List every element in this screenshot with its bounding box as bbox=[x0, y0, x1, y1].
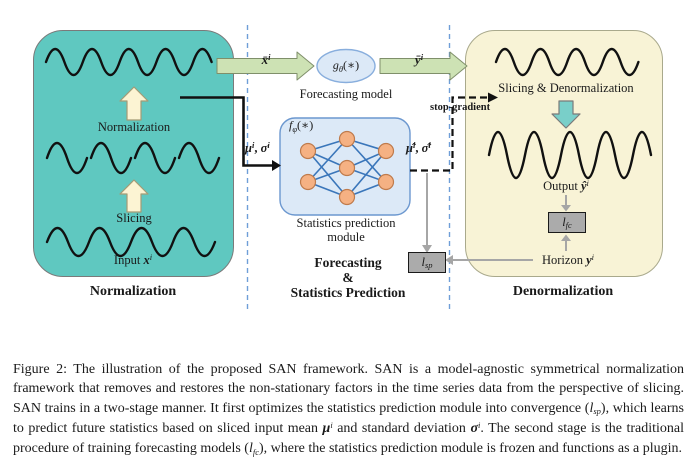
nn-node bbox=[299, 142, 317, 160]
horizon-to-lsp-arrowhead bbox=[445, 255, 453, 265]
forecasting-model-fn-label: gθ(∗) bbox=[332, 58, 360, 74]
sp-module-fn-label: fφ(∗) bbox=[289, 118, 314, 134]
normalization-panel-title: Normalization bbox=[89, 284, 177, 299]
horizon-series-label: Horizon yi bbox=[541, 252, 595, 267]
forecasting-model-ellipse bbox=[316, 48, 376, 84]
xbar-label: x̄i bbox=[261, 52, 271, 67]
horizon-to-lfc-arrowhead bbox=[561, 234, 571, 241]
denormalization-panel-title: Denormalization bbox=[512, 284, 614, 299]
slicing-arrow-label: Slicing bbox=[116, 211, 152, 225]
nn-nodes bbox=[299, 130, 395, 206]
sliced-series-wave bbox=[45, 141, 221, 175]
mu-sigma-connector bbox=[180, 96, 272, 167]
normalization-up-arrow bbox=[119, 86, 149, 121]
diagram-graphics bbox=[44, 25, 653, 312]
normalization-arrow-label: Normalization bbox=[97, 120, 171, 134]
stop-gradient-label: stop-gradient bbox=[430, 102, 491, 113]
output-to-lfc-arrowhead bbox=[561, 205, 571, 212]
nn-node bbox=[299, 173, 317, 191]
denormalization-down-arrow bbox=[551, 100, 581, 129]
normalized-series-wave bbox=[44, 47, 213, 77]
lsp-subscript: sp bbox=[424, 260, 433, 270]
ybar-label: ȳi bbox=[414, 52, 424, 67]
nn-node bbox=[377, 142, 395, 160]
ybar-flow-arrow bbox=[379, 51, 468, 81]
figure-caption: Figure 2: The illustration of the propos… bbox=[13, 362, 684, 457]
nn-node bbox=[338, 159, 356, 177]
output-series-label: Output ŷi bbox=[543, 178, 589, 193]
mu-sigma-output-label: μ̂i, σ̂i bbox=[406, 140, 431, 155]
stop-gradient-arrowhead bbox=[488, 92, 498, 103]
nn-node bbox=[338, 188, 356, 206]
slicing-up-arrow bbox=[119, 179, 149, 213]
stop-gradient-connector bbox=[410, 96, 488, 172]
nn-node bbox=[377, 173, 395, 191]
mu-sigma-input-label: μi, σi bbox=[245, 140, 270, 155]
input-series-wave bbox=[45, 226, 217, 258]
input-series-label: Input xi bbox=[113, 252, 153, 267]
stats-to-lsp-arrowhead bbox=[422, 245, 432, 253]
denormalized-series-wave bbox=[487, 131, 653, 179]
sp-module-caption: Statistics prediction module bbox=[296, 216, 396, 244]
lfc-subscript: fc bbox=[565, 220, 572, 230]
forecasting-model-caption: Forecasting model bbox=[299, 87, 393, 101]
slicing-denormalization-label: Slicing & Denormalization bbox=[498, 81, 634, 95]
forecast-series-wave bbox=[494, 47, 640, 77]
nn-node bbox=[338, 130, 356, 148]
xbar-flow-arrow bbox=[216, 51, 315, 81]
middle-section-caption: Forecasting & Statistics Prediction bbox=[290, 255, 406, 300]
mu-sigma-arrowhead bbox=[272, 160, 281, 171]
